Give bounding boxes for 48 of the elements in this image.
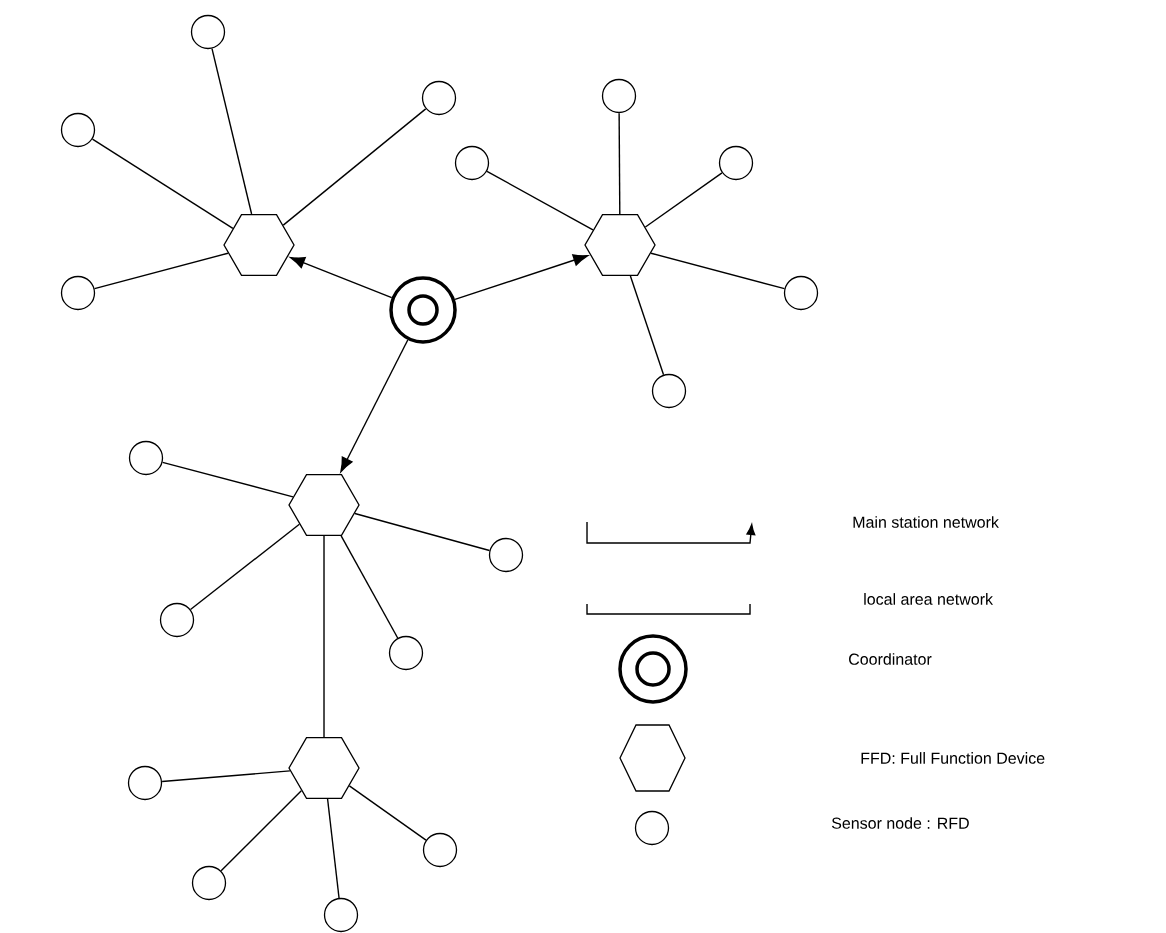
sensor-circle bbox=[422, 832, 458, 868]
connector-line bbox=[282, 108, 427, 226]
connector-line bbox=[326, 798, 340, 899]
legend-text: Main station network bbox=[853, 516, 999, 528]
connector-line bbox=[618, 112, 621, 215]
arrow bbox=[290, 256, 393, 299]
connector-line bbox=[486, 170, 594, 231]
sensor-circle bbox=[60, 112, 96, 148]
sensor-circle bbox=[454, 145, 490, 181]
sensor-circle bbox=[718, 145, 754, 181]
connector-line bbox=[220, 789, 303, 872]
arrow bbox=[454, 254, 588, 301]
sensor-circle bbox=[601, 78, 637, 114]
hexagon-node bbox=[288, 737, 360, 799]
connector-line bbox=[650, 252, 786, 290]
legend-text: Sensor node : RFD bbox=[831, 817, 969, 829]
connector-line bbox=[211, 47, 253, 215]
sensor-circle bbox=[159, 602, 195, 638]
connector-line bbox=[644, 172, 723, 228]
sensor-circle bbox=[191, 865, 227, 901]
sensor-circle bbox=[190, 14, 226, 50]
sensor-circle bbox=[388, 635, 424, 671]
legend-text: Coordinator bbox=[849, 653, 932, 665]
sensor-circle bbox=[651, 373, 687, 409]
sensor-circle bbox=[128, 440, 164, 476]
arrow bbox=[340, 339, 409, 473]
legend-text: local area network bbox=[864, 593, 994, 605]
hexagon-node bbox=[584, 214, 656, 276]
hexagon-node bbox=[223, 214, 295, 276]
connector-line bbox=[91, 138, 234, 230]
sensor-circle bbox=[783, 275, 819, 311]
sensor-circle bbox=[488, 537, 524, 573]
connector-line bbox=[340, 535, 399, 639]
connector-line bbox=[348, 785, 427, 841]
sensor-circle bbox=[421, 80, 457, 116]
sensor-circle bbox=[60, 275, 96, 311]
connector-line bbox=[93, 252, 229, 290]
sensor-circle bbox=[127, 765, 163, 801]
coordinator-symbol bbox=[389, 276, 457, 344]
connector-line bbox=[354, 512, 491, 552]
connector-line bbox=[629, 275, 665, 376]
connector-line bbox=[161, 461, 294, 498]
connector-line bbox=[189, 523, 301, 611]
legend-text: FFD: Full Function Device bbox=[861, 752, 1045, 764]
hexagon-node bbox=[288, 474, 360, 536]
connector-line bbox=[161, 770, 291, 783]
connector-line bbox=[323, 535, 325, 738]
sensor-circle bbox=[323, 897, 359, 933]
